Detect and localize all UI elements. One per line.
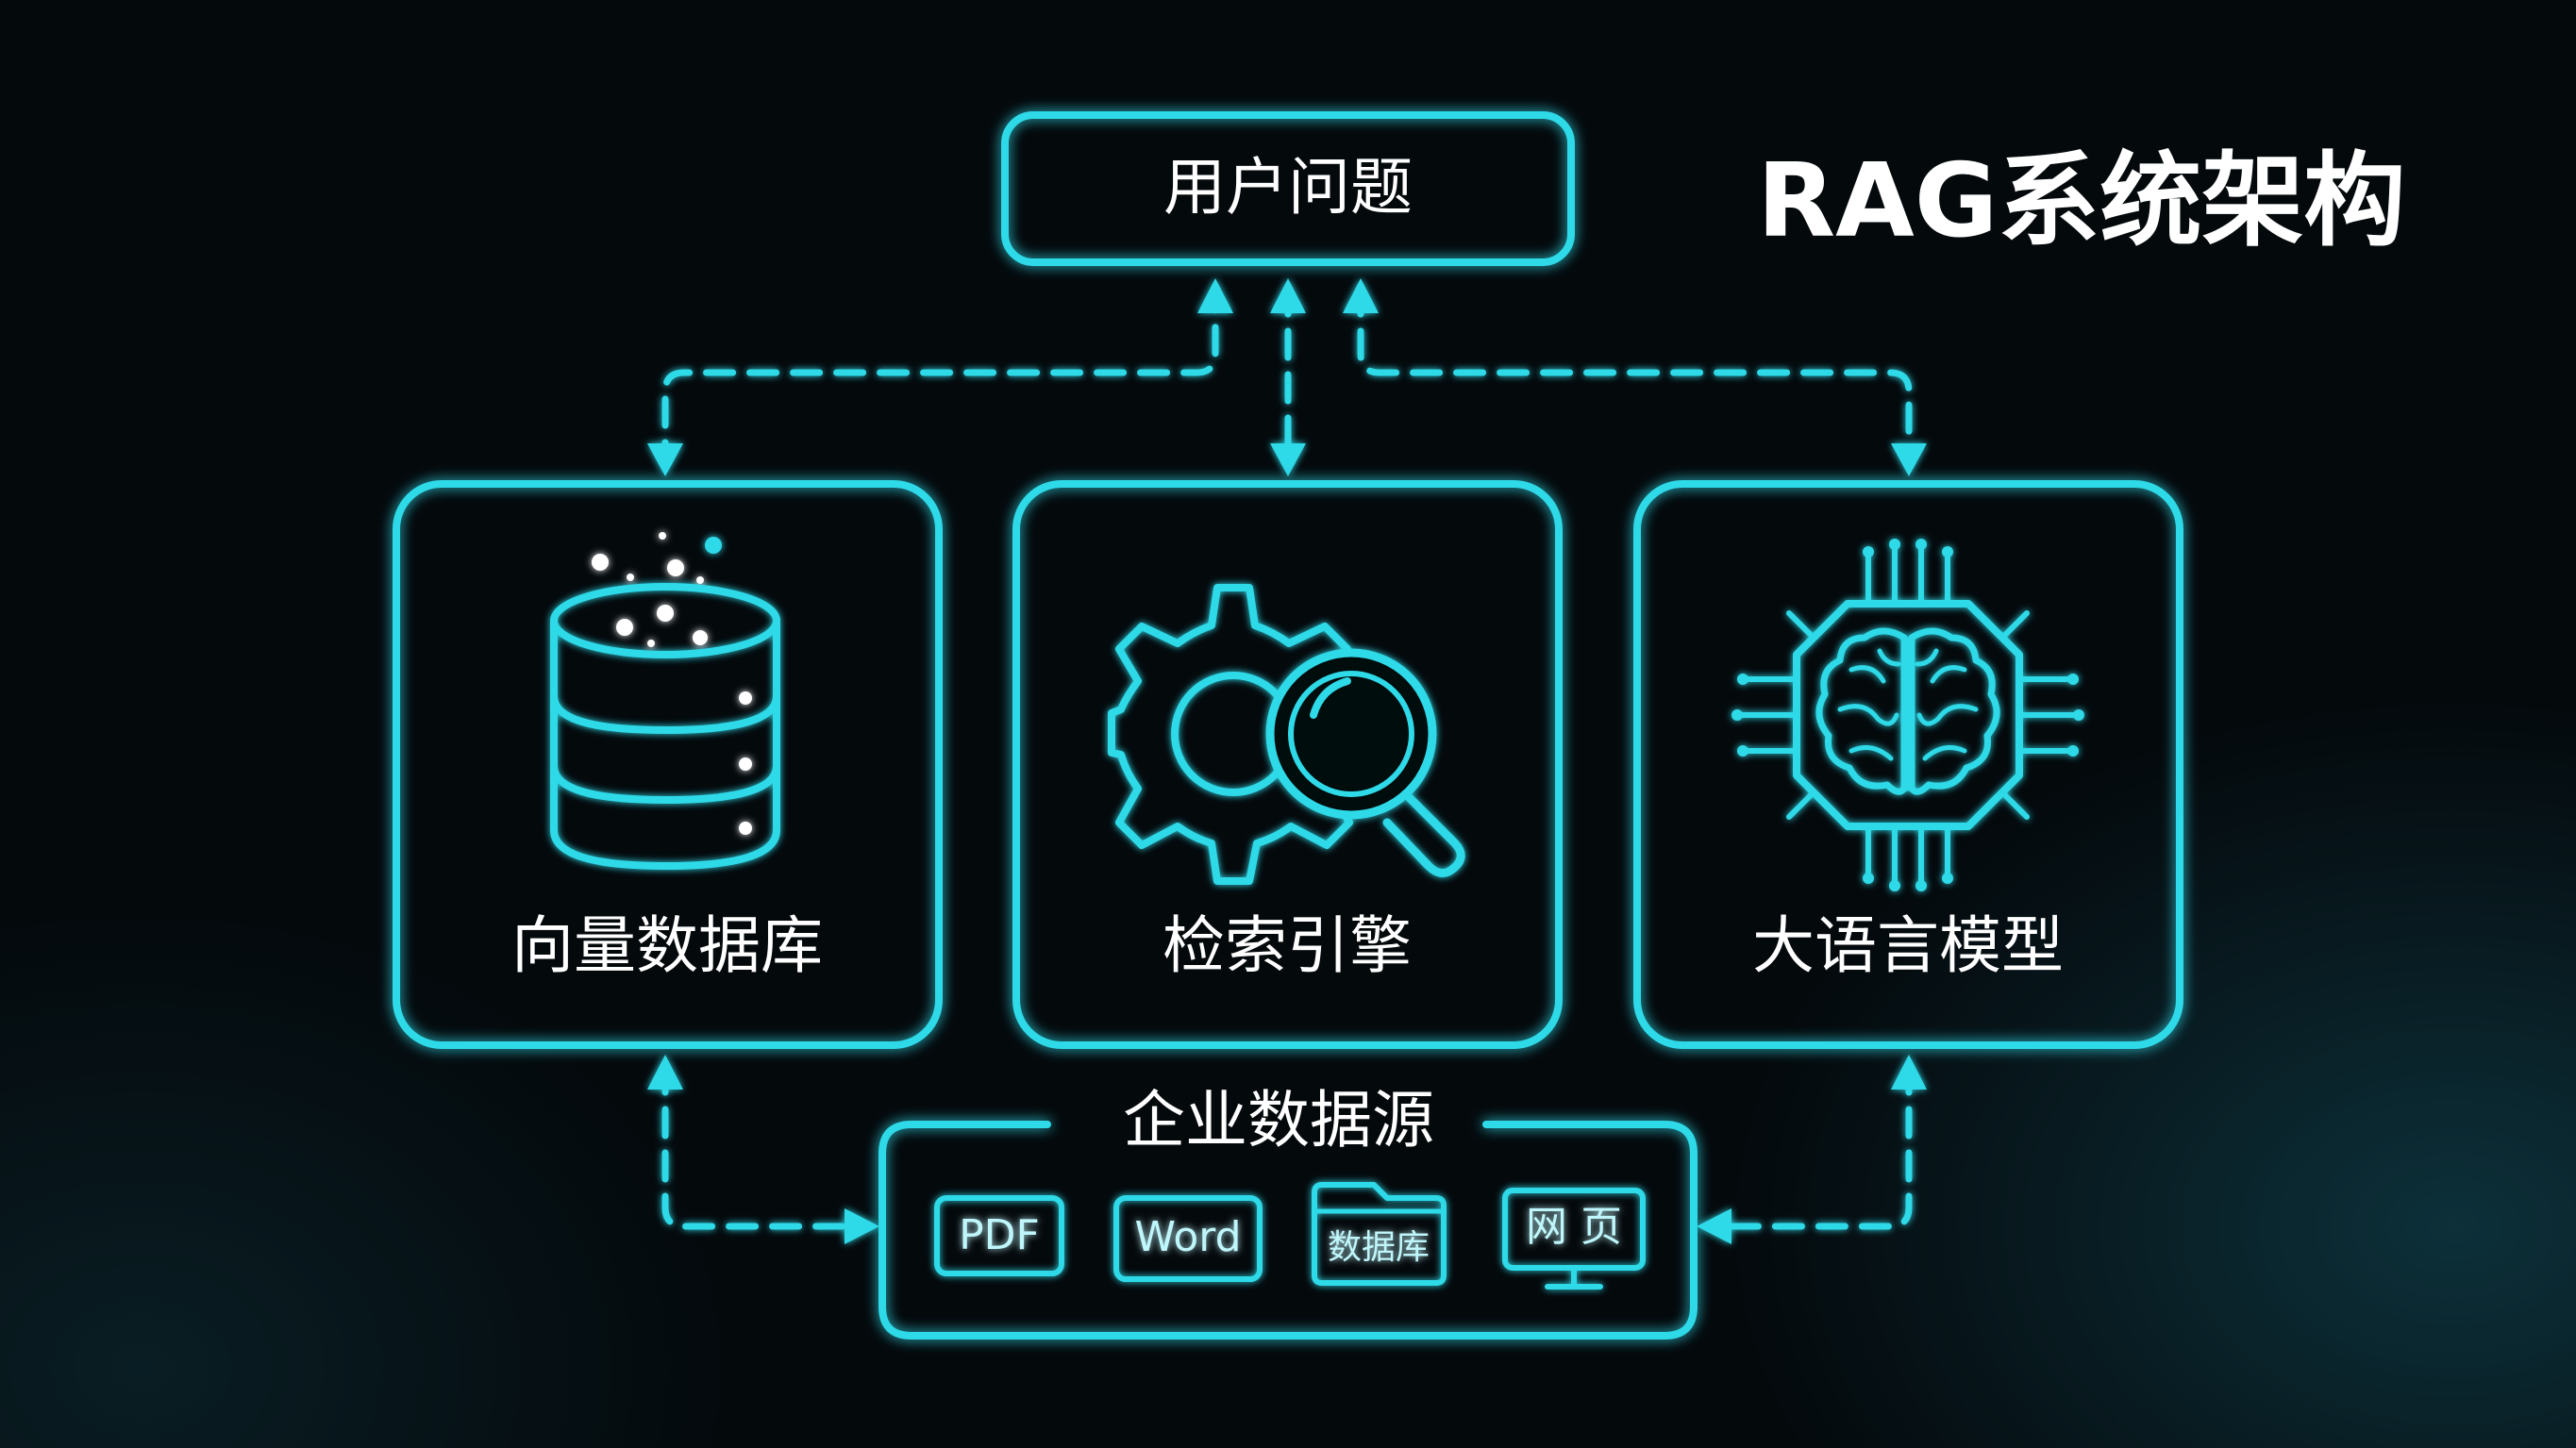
pdf-label: PDF (959, 1211, 1040, 1259)
database-icon (550, 532, 780, 870)
folder-database-icon[interactable]: 数据库 (1312, 1182, 1447, 1286)
vector-db-node[interactable]: 向量数据库 (393, 480, 943, 1049)
word-doc-icon[interactable]: Word (1113, 1195, 1263, 1282)
arrow-up-user-right (1343, 278, 1379, 313)
pdf-doc-icon[interactable]: PDF (934, 1195, 1064, 1276)
arrow-down-llm (1891, 443, 1927, 476)
webpage-label: 网 页 (1526, 1203, 1622, 1251)
search-engine-node[interactable]: 检索引擎 (1012, 480, 1563, 1049)
arrow-up-user-left (1197, 278, 1233, 313)
user-question-node[interactable]: 用户问题 (1001, 111, 1575, 266)
vector-db-label: 向量数据库 (511, 909, 823, 982)
data-sources-node[interactable]: 企业数据源 PDF Word 数据库 网 页 (878, 1084, 1698, 1340)
monitor-webpage-icon[interactable]: 网 页 (1502, 1188, 1646, 1290)
arrow-up-llm (1891, 1055, 1927, 1090)
arrow-down-vector-db (647, 443, 683, 476)
connector-source-llm (1714, 1062, 1913, 1230)
search-engine-label: 检索引擎 (1163, 909, 1412, 982)
arrow-up-vector-db (647, 1055, 683, 1090)
database-source-label: 数据库 (1328, 1228, 1430, 1267)
gear-magnifier-icon (1108, 584, 1465, 885)
connector-source-vector-db (661, 1062, 862, 1230)
connector-llm-user (1357, 284, 1913, 473)
arrow-left-source (1697, 1208, 1731, 1244)
word-label: Word (1134, 1213, 1241, 1261)
arrow-down-search (1270, 443, 1306, 476)
connector-vector-db-user (661, 284, 1219, 473)
llm-label: 大语言模型 (1752, 909, 2064, 982)
data-sources-label: 企业数据源 (1123, 1084, 1434, 1157)
user-question-label: 用户问题 (1163, 151, 1413, 224)
arrow-up-user-mid (1270, 278, 1306, 313)
arrow-right-source (845, 1208, 879, 1244)
brain-chip-icon (1731, 539, 2084, 891)
llm-node[interactable]: 大语言模型 (1633, 480, 2183, 1049)
connectors (647, 278, 1927, 1244)
diagram-title: RAG系统架构 (1757, 142, 2405, 260)
